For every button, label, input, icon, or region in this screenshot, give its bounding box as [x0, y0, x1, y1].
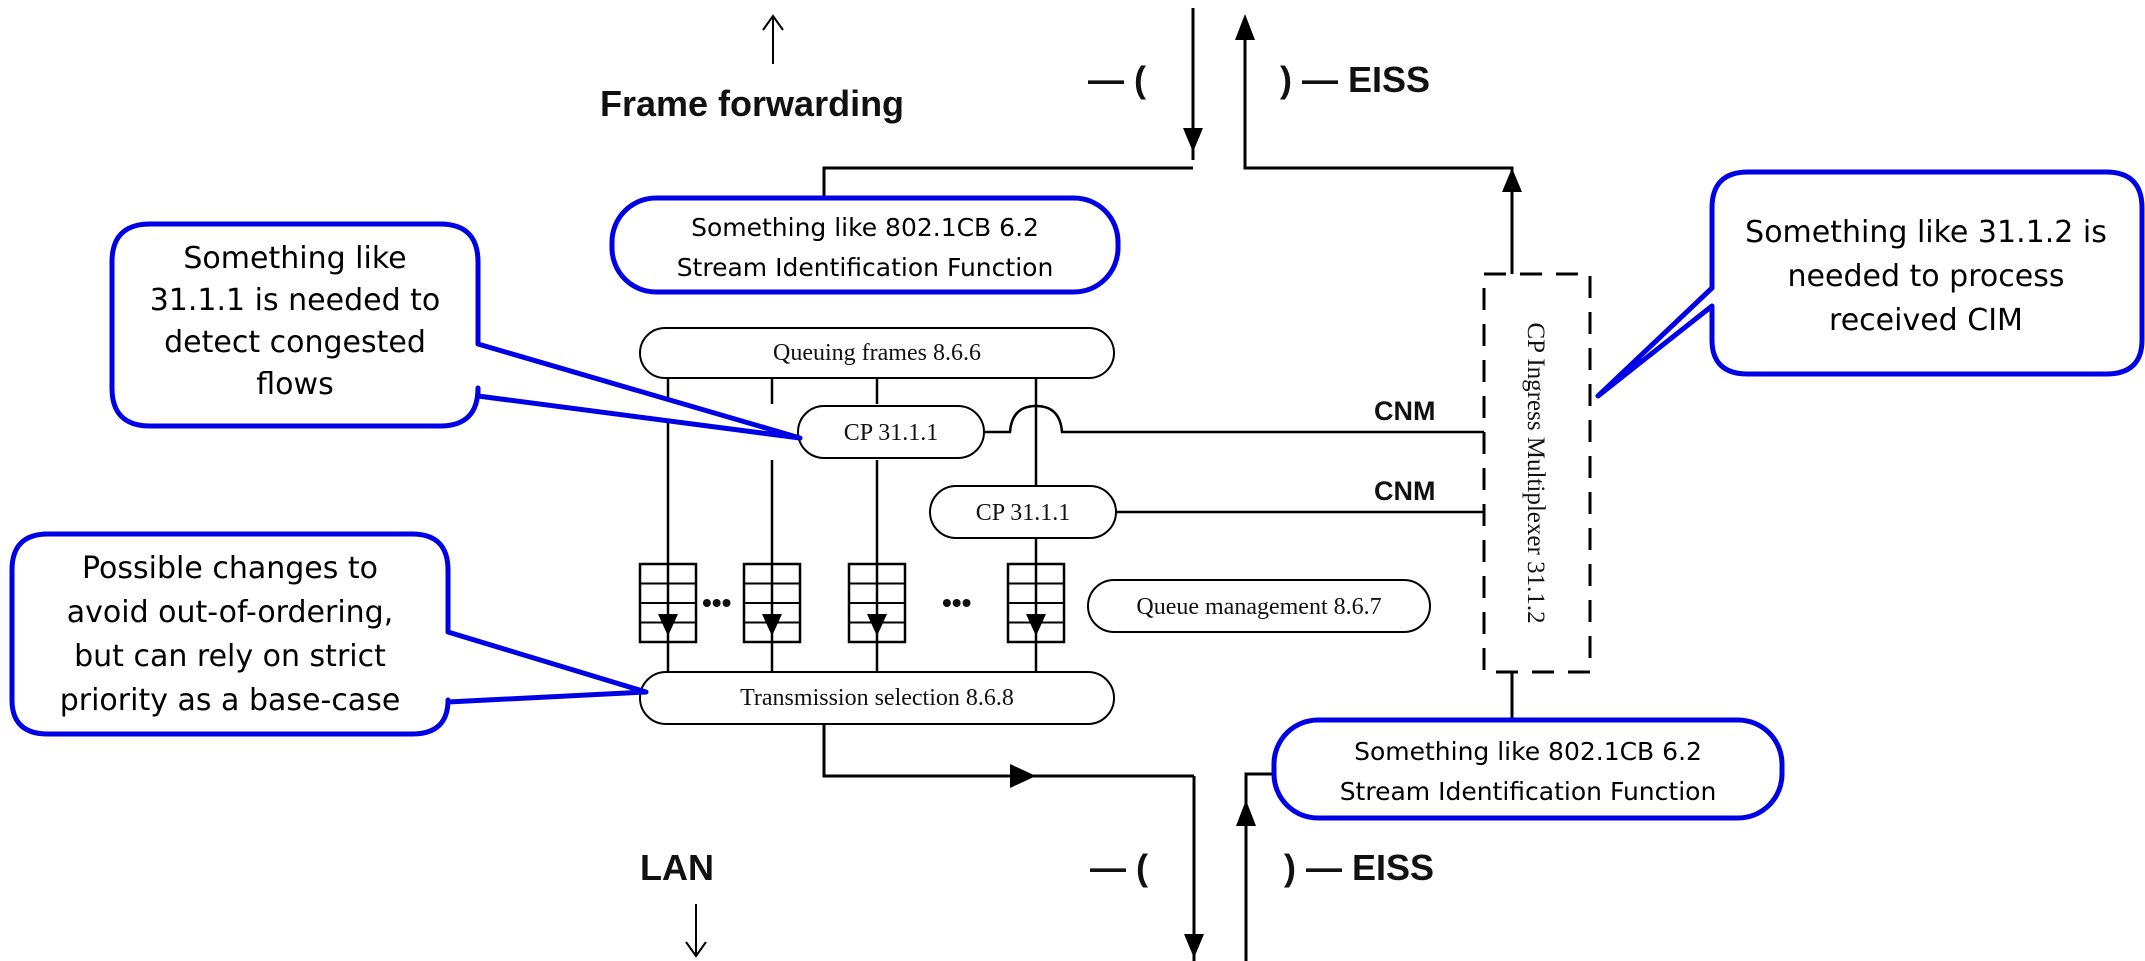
callout-process-line-2: needed to process: [1788, 259, 2065, 294]
cp-ingress-multiplexer: CP Ingress Multiplexer 31.1.2: [1482, 272, 1592, 674]
queue-3: [847, 562, 907, 644]
queue-arrow: [1026, 614, 1046, 636]
queuing-frames-label: Queuing frames 8.6.6: [773, 340, 981, 366]
callout-ordering-line-3: but can rely on strict: [74, 639, 386, 674]
callout-detect-line-3: detect congested: [164, 325, 426, 360]
cp-box-2-label: CP 31.1.1: [976, 500, 1070, 526]
queuing-frames-box: Queuing frames 8.6.6: [639, 327, 1115, 379]
queue-ellipsis-2: •••: [942, 587, 971, 618]
queue-arrow: [762, 614, 782, 636]
cnm-label-1: CNM: [1374, 396, 1436, 426]
top-down-arrow: [1183, 8, 1203, 160]
queue-2: [742, 562, 802, 644]
queue-1: [638, 562, 698, 644]
callout-sid-bottom-line-1: Something like 802.1CB 6.2: [1354, 737, 1702, 766]
eiss-top-label: ) — EISS: [1280, 59, 1430, 100]
queue-arrow: [867, 614, 887, 636]
callout-sid-top: Something like 802.1CB 6.2 Stream Identi…: [609, 195, 1121, 295]
lan-down-arrow: [685, 904, 707, 958]
queue-grids: [638, 562, 1066, 644]
cp-box-1-label: CP 31.1.1: [844, 420, 938, 446]
callout-detect-line-1: Something like: [183, 241, 406, 276]
eiss-top-open: — (: [1088, 59, 1146, 100]
eiss-bottom-label: ) — EISS: [1284, 847, 1434, 888]
cp-box-2: CP 31.1.1: [929, 485, 1117, 539]
callouts: Something like 802.1CB 6.2 Stream Identi…: [9, 169, 2145, 821]
bottom-down-arrow: [1184, 776, 1204, 961]
queue-management-label: Queue management 8.6.7: [1136, 594, 1381, 620]
callout-sid-top-line-1: Something like 802.1CB 6.2: [691, 213, 1039, 242]
cnm-label-2: CNM: [1374, 476, 1436, 506]
callout-sid-bottom: Something like 802.1CB 6.2 Stream Identi…: [1271, 717, 1785, 821]
callout-process: Something like 31.1.2 is needed to proce…: [1595, 169, 2145, 399]
callout-sid-bottom-line-2: Stream Identification Function: [1340, 777, 1717, 806]
transmission-selection-label: Transmission selection 8.6.8: [740, 685, 1014, 711]
cp-ingress-multiplexer-label: CP Ingress Multiplexer 31.1.2: [1522, 322, 1549, 623]
callout-sid-top-line-2: Stream Identification Function: [677, 253, 1054, 282]
callout-detect-line-4: flows: [256, 367, 333, 402]
top-up-arrow: [1235, 14, 1255, 166]
callout-process-line-3: received CIM: [1829, 303, 2023, 338]
queue-management-box: Queue management 8.6.7: [1087, 579, 1431, 633]
cp-box-1: CP 31.1.1: [797, 405, 985, 459]
frame-forwarding-label: Frame forwarding: [600, 83, 904, 124]
queue-ellipsis-1: •••: [702, 587, 731, 618]
callout-ordering-line-1: Possible changes to: [82, 551, 378, 586]
queue-4: [1006, 562, 1066, 644]
transmission-selection-box: Transmission selection 8.6.8: [639, 671, 1115, 725]
callout-ordering-line-2: avoid out-of-ordering,: [67, 595, 394, 630]
lan-label: LAN: [640, 847, 714, 888]
eiss-bottom-open: — (: [1090, 847, 1148, 888]
queue-arrow: [658, 614, 678, 636]
callout-detect: Something like 31.1.1 is needed to detec…: [109, 221, 803, 441]
callout-ordering-line-4: priority as a base-case: [60, 683, 401, 718]
callout-detect-line-2: 31.1.1 is needed to: [150, 283, 441, 318]
callout-ordering: Possible changes to avoid out-of-orderin…: [9, 531, 649, 737]
frame-forwarding-up-arrow: [762, 14, 784, 64]
callout-process-line-1: Something like 31.1.2 is: [1745, 215, 2107, 250]
